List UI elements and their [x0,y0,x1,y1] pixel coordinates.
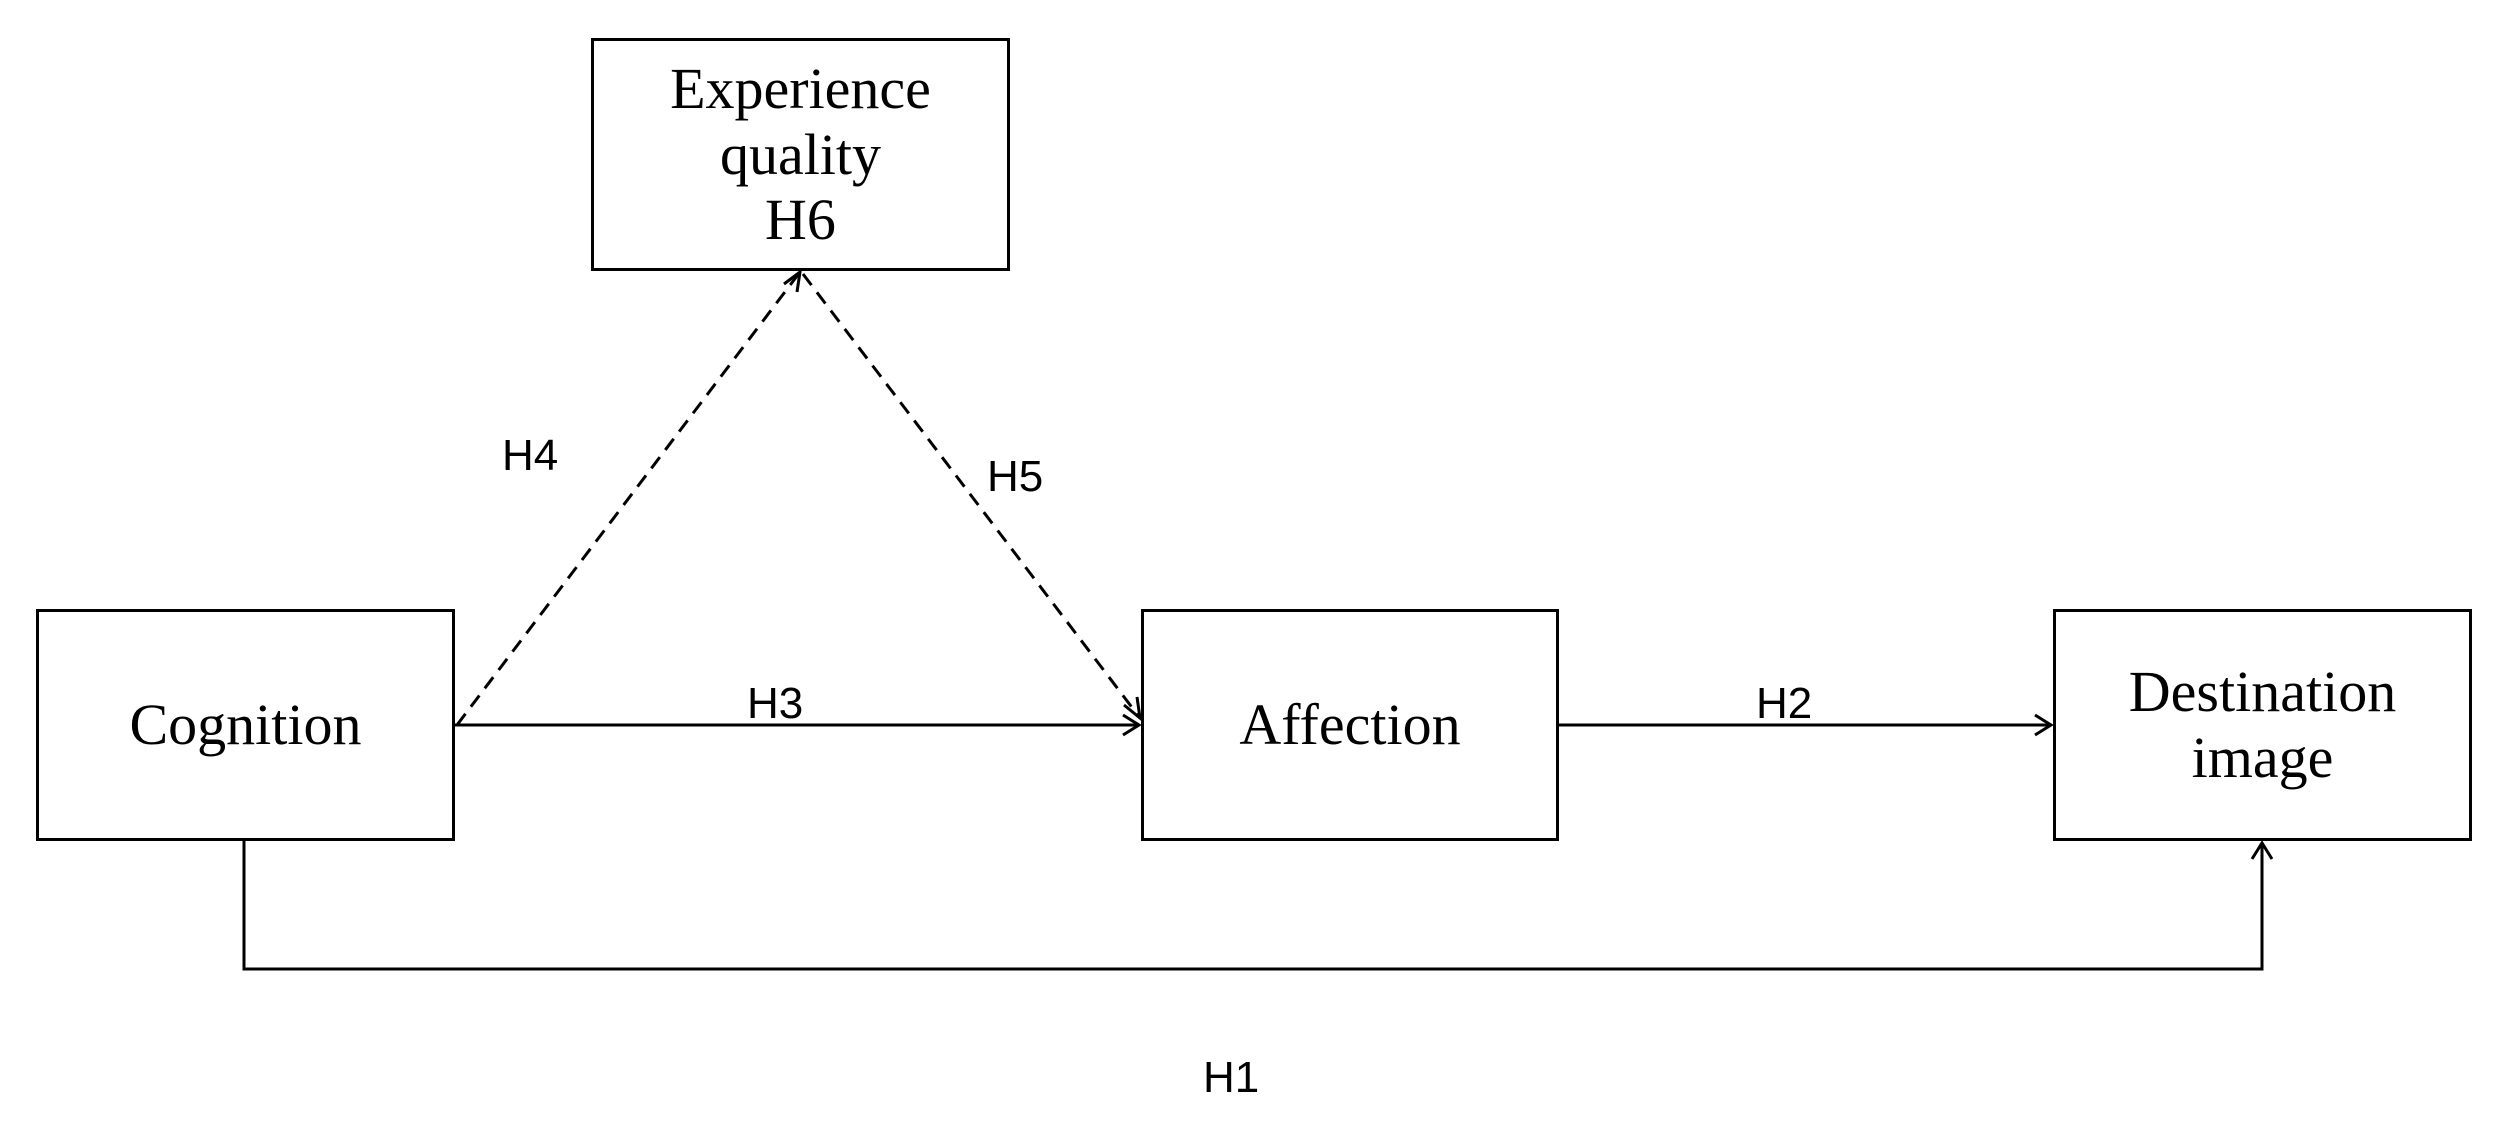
cognition-label: Cognition [129,692,362,758]
h3-arrowhead [1122,713,1142,737]
experience-quality-line-2: quality [719,121,882,187]
h2-label: H2 [1756,679,1813,728]
h1-arrowhead [2250,840,2274,860]
h4-arrowhead [783,268,803,293]
h1-path [242,841,2264,971]
h2-arrowhead [2034,713,2054,737]
experience-quality-line-3: H6 [765,187,836,253]
h5-arrowhead [1123,696,1143,722]
destination-image-line-1: Destination [2128,659,2397,725]
cognition-box: Cognition [36,609,455,841]
h1-label: H1 [1203,1053,1260,1102]
affection-label: Affection [1239,692,1461,758]
affection-box: Affection [1141,609,1559,841]
destination-image-line-2: image [2191,725,2334,790]
destination-image-box: Destination image [2053,609,2472,841]
h4-path [455,271,802,726]
h5-path [801,273,1142,719]
h5-label: H5 [987,452,1044,501]
experience-quality-box: Experience quality H6 [591,38,1010,271]
h4-label: H4 [502,431,559,480]
h3-label: H3 [747,679,804,728]
experience-quality-line-1: Experience [670,56,931,122]
